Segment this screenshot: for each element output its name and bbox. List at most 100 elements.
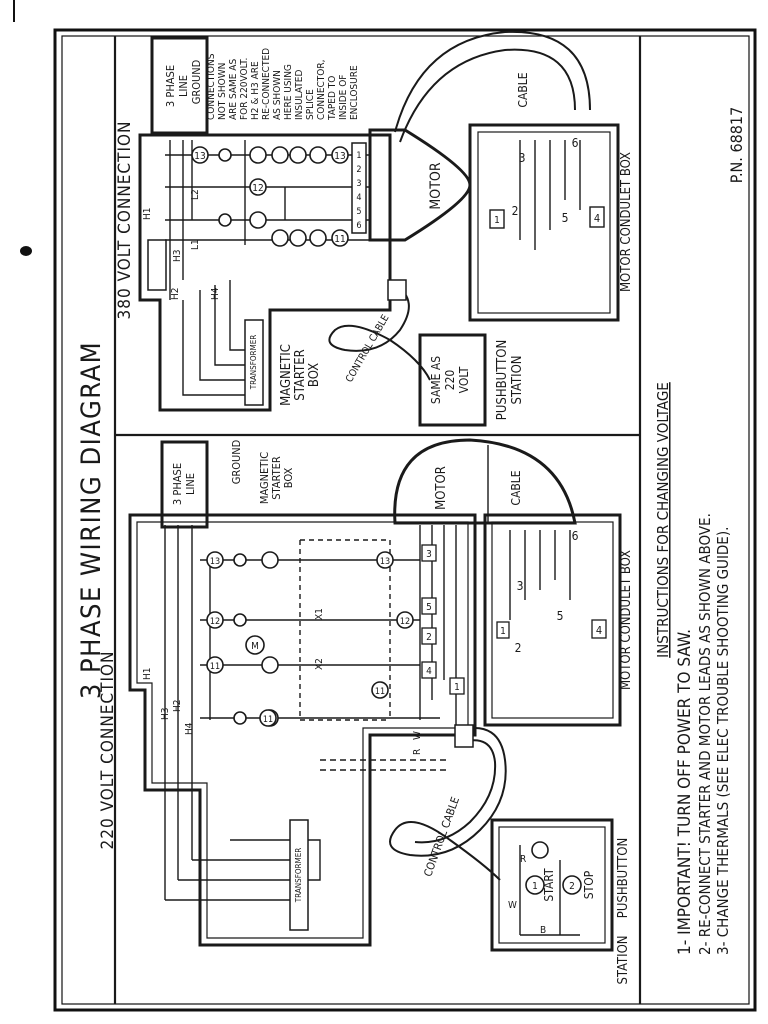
svg-text:ARE SAME AS: ARE SAME AS	[228, 59, 239, 120]
pushbutton-label-380: PUSHBUTTON STATION	[495, 340, 525, 420]
svg-text:6: 6	[572, 529, 579, 543]
svg-text:1: 1	[356, 151, 361, 161]
svg-text:3: 3	[426, 549, 432, 560]
outer-border	[53, 28, 757, 1012]
transformer-380: TRANSFORMER	[182, 280, 264, 406]
notes-380: CONNECTIONS NOT SHOWN ARE SAME AS FOR 22…	[206, 48, 360, 121]
svg-text:PUSHBUTTON: PUSHBUTTON	[495, 340, 510, 420]
svg-text:H4: H4	[184, 722, 195, 735]
svg-text:W: W	[508, 900, 517, 911]
transformer-220: TRANSFORMER	[165, 819, 321, 931]
svg-text:3: 3	[356, 179, 361, 189]
svg-text:5: 5	[356, 207, 361, 217]
motor-body-380	[368, 128, 472, 242]
cable-label-220: CABLE	[509, 470, 523, 505]
svg-text:4: 4	[356, 193, 361, 203]
svg-text:CONNECTOR,: CONNECTOR,	[316, 60, 327, 120]
svg-text:W: W	[412, 731, 423, 740]
section-220-volt: 3 PHASE LINE GROUND MAGNETIC STARTER BOX…	[128, 438, 634, 985]
svg-text:11: 11	[263, 715, 273, 725]
terminal-labels-380: 13 13 12 11	[191, 146, 349, 247]
svg-text:1: 1	[532, 881, 538, 892]
svg-text:CONNECTIONS: CONNECTIONS	[206, 53, 217, 120]
motor-conduit-box-220	[483, 513, 622, 727]
svg-text:BOX: BOX	[282, 468, 295, 489]
svg-text:M: M	[251, 641, 259, 652]
svg-text:MAGNETIC: MAGNETIC	[258, 452, 271, 504]
svg-text:SPLICE: SPLICE	[305, 89, 316, 120]
contactor-wiring-380	[165, 140, 370, 300]
svg-text:6: 6	[572, 136, 579, 150]
cable-label-380: CABLE	[516, 72, 530, 107]
contactor-coils-220: M	[233, 551, 279, 727]
control-cable-label-380: CONTROL CABLE	[344, 313, 392, 385]
wire-labels-220: H1 H3 H2 H4 X1 X2 W R	[142, 608, 423, 755]
cable-connector-380	[387, 279, 407, 301]
svg-text:H3: H3	[172, 250, 183, 263]
svg-text:VOLT: VOLT	[457, 366, 471, 393]
part-number: P.N. 68817	[727, 107, 746, 183]
contactor-wiring-220	[164, 525, 457, 900]
svg-text:12: 12	[210, 617, 220, 627]
svg-text:3: 3	[519, 151, 526, 165]
motor-label-380: MOTOR	[428, 162, 444, 209]
section-380-volt: 3 PHASE LINE GROUND CONNECTIONS NOT SHOW…	[138, 30, 634, 427]
section-title-220: 220 VOLT CONNECTION	[98, 651, 118, 850]
three-phase-line-box-380	[150, 36, 209, 135]
svg-text:13: 13	[334, 151, 345, 162]
svg-text:ENCLOSURE: ENCLOSURE	[349, 65, 360, 120]
svg-text:11: 11	[334, 234, 345, 245]
svg-text:H1: H1	[142, 208, 153, 221]
svg-text:TRANSFORMER: TRANSFORMER	[294, 848, 303, 904]
svg-text:220: 220	[443, 370, 457, 391]
svg-text:STATION: STATION	[510, 355, 525, 404]
svg-text:R: R	[412, 749, 423, 755]
instruction-1: 1- IMPORTANT! TURN OFF POWER TO SAW.	[675, 629, 695, 955]
control-cable-label-220: CONTROL CABLE	[421, 795, 462, 878]
conduit-terminals-380: 1 2 3 4 5 6	[489, 136, 605, 229]
three-phase-line-box-220	[160, 440, 209, 529]
pushbutton-box-220	[490, 818, 614, 952]
svg-text:4: 4	[596, 624, 602, 637]
svg-text:L2: L2	[190, 189, 201, 200]
punch-hole-mark	[20, 246, 32, 256]
diagram-title: 3 PHASE WIRING DIAGRAM	[76, 341, 107, 699]
inner-border	[61, 35, 750, 1005]
svg-text:STARTER: STARTER	[293, 349, 308, 400]
svg-text:NOT SHOWN: NOT SHOWN	[217, 63, 228, 120]
svg-text:2: 2	[356, 165, 361, 175]
svg-text:RE-CONNECTED: RE-CONNECTED	[261, 48, 272, 120]
svg-text:13: 13	[210, 557, 220, 567]
ground-label-380: GROUND	[190, 59, 203, 104]
svg-text:BOX: BOX	[307, 363, 322, 387]
cable-connector-220	[454, 724, 474, 748]
station-label-220: STATION	[616, 935, 631, 984]
stop-label: STOP	[582, 870, 596, 899]
svg-text:TAPED TO: TAPED TO	[327, 76, 338, 121]
svg-text:2: 2	[512, 204, 519, 218]
motor-label-220: MOTOR	[434, 466, 449, 510]
instruction-3: 3- CHANGE THERMALS (SEE ELEC TROUBLE SHO…	[714, 527, 732, 955]
cable-380	[394, 30, 591, 133]
instructions: INSTRUCTIONS FOR CHANGING VOLTAGE	[654, 382, 672, 658]
three-phase-label-380: 3 PHASE	[164, 65, 177, 107]
pushbutton-internals-220: 1 2 W R B	[508, 841, 582, 936]
instructions-heading: INSTRUCTIONS FOR CHANGING VOLTAGE	[654, 382, 672, 658]
svg-text:SAME AS: SAME AS	[429, 356, 443, 404]
svg-text:4: 4	[426, 666, 432, 677]
pushbutton-label-220: PUSHBUTTON	[616, 838, 631, 918]
svg-text:11: 11	[375, 687, 385, 697]
motor-conduit-box-label-380: MOTOR CONDULET BOX	[619, 152, 634, 292]
svg-text:12: 12	[400, 617, 410, 627]
svg-text:INSULATED: INSULATED	[294, 70, 305, 120]
svg-text:MAGNETIC: MAGNETIC	[279, 344, 294, 406]
svg-text:2: 2	[515, 641, 522, 655]
svg-text:STARTER: STARTER	[270, 456, 283, 500]
svg-text:1: 1	[500, 626, 506, 637]
control-cable-220	[389, 727, 507, 881]
svg-text:13: 13	[380, 557, 390, 567]
line-label-380: LINE	[177, 75, 190, 97]
svg-text:5: 5	[557, 609, 564, 623]
svg-text:1: 1	[454, 682, 460, 693]
